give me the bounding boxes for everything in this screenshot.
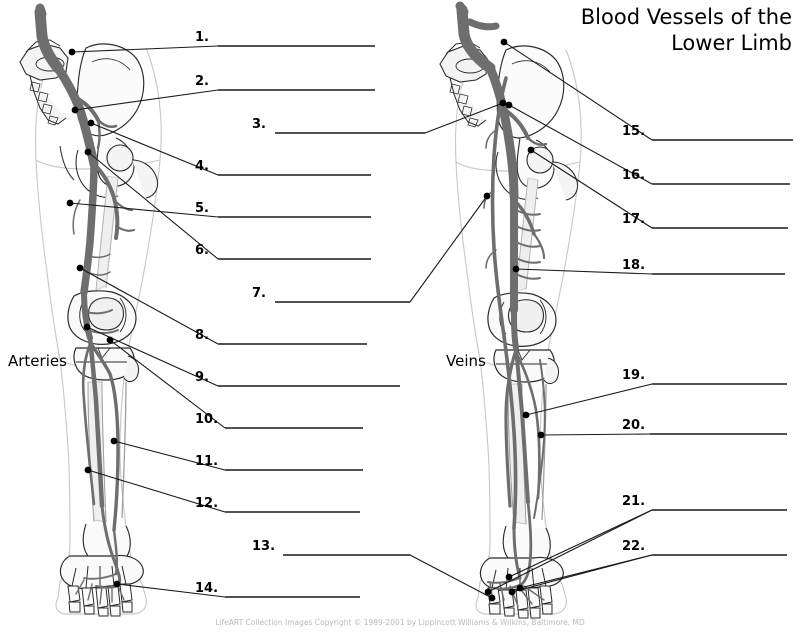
leader-line-2: [74, 89, 219, 111]
leader-dot-15: [500, 38, 508, 46]
leader-line-11: [113, 440, 226, 471]
leader-dot-17: [527, 146, 535, 154]
label-number-14: 14.: [195, 581, 219, 596]
leader-dot-13: [488, 594, 496, 602]
arteries-figure: [19, 3, 162, 617]
figure-caption-veins: Veins: [446, 352, 486, 370]
label-number-7: 7.: [252, 286, 266, 301]
label-number-6: 6.: [195, 243, 209, 258]
leader-line-6: [87, 151, 219, 260]
label-number-8: 8.: [195, 328, 209, 343]
leader-line-19: [525, 383, 653, 416]
leader-line-4: [90, 122, 219, 176]
copyright-notice: LifeART Collection Images Copyright © 19…: [215, 618, 585, 627]
label-number-21: 21.: [622, 494, 646, 509]
leader-line-17: [530, 149, 653, 229]
leader-line-21: [487, 509, 653, 593]
leader-line-3: [424, 102, 504, 134]
leader-line-1: [71, 45, 219, 53]
label-number-22: 22.: [622, 539, 646, 554]
leader-line-5: [69, 202, 219, 218]
label-number-15: 15.: [622, 124, 646, 139]
leader-dots-group: [66, 38, 545, 602]
label-number-20: 20.: [622, 418, 646, 433]
leader-line-13: [409, 554, 493, 599]
leader-dot-3: [499, 99, 507, 107]
answer-lines-group: [218, 45, 793, 598]
veins-figure: [439, 1, 582, 619]
veins-vessels: [455, 1, 548, 607]
leader-22b-dot: [516, 584, 524, 592]
label-number-11: 11.: [195, 454, 219, 469]
label-number-9: 9.: [195, 370, 209, 385]
leader-21b-dot: [505, 573, 513, 581]
label-number-12: 12.: [195, 496, 219, 511]
leader-dot-6: [84, 148, 92, 156]
leader-dot-16: [505, 101, 513, 109]
leader-lines-group: [69, 41, 653, 599]
leader-line-15: [503, 41, 653, 141]
leader-dot-12: [84, 466, 92, 474]
leader-dot-2: [71, 106, 79, 114]
label-number-19: 19.: [622, 368, 646, 383]
leader-line-10: [109, 339, 226, 429]
label-number-17: 17.: [622, 212, 646, 227]
leader-dot-10: [106, 336, 114, 344]
label-number-13: 13.: [252, 539, 276, 554]
label-number-5: 5.: [195, 201, 209, 216]
leader-dot-8: [76, 264, 84, 272]
label-number-3: 3.: [252, 117, 266, 132]
leader-dot-14: [113, 580, 121, 588]
leader-dot-20: [537, 431, 545, 439]
leader-dot-5: [66, 199, 74, 207]
leader-line-16: [508, 104, 653, 185]
leader-dot-1: [68, 48, 76, 56]
leader-line-8: [79, 267, 219, 345]
label-number-2: 2.: [195, 74, 209, 89]
figure-caption-arteries: Arteries: [8, 352, 67, 370]
leader-dot-19: [522, 411, 530, 419]
leader-line-7: [409, 195, 488, 303]
leader-line-18: [515, 268, 653, 275]
label-number-16: 16.: [622, 168, 646, 183]
page-title-line2: Lower Limb: [671, 31, 792, 55]
leader-dot-21: [484, 588, 492, 596]
leader-dot-9: [83, 323, 91, 331]
leader-dot-22: [508, 588, 516, 596]
page-title-line1: Blood Vessels of the: [580, 5, 792, 29]
leader-dot-18: [512, 265, 520, 273]
label-number-4: 4.: [195, 159, 209, 174]
leader-dot-7: [483, 192, 491, 200]
leader-22b: [519, 554, 653, 589]
leader-line-20: [540, 433, 651, 436]
leader-21b: [508, 509, 653, 578]
arteries-vessels: [34, 3, 136, 605]
leader-line-14: [116, 583, 226, 598]
label-number-1: 1.: [195, 30, 209, 45]
leader-line-12: [87, 469, 226, 513]
label-number-18: 18.: [622, 258, 646, 273]
leader-dot-4: [87, 119, 95, 127]
label-number-10: 10.: [195, 412, 219, 427]
leader-dot-11: [110, 437, 118, 445]
